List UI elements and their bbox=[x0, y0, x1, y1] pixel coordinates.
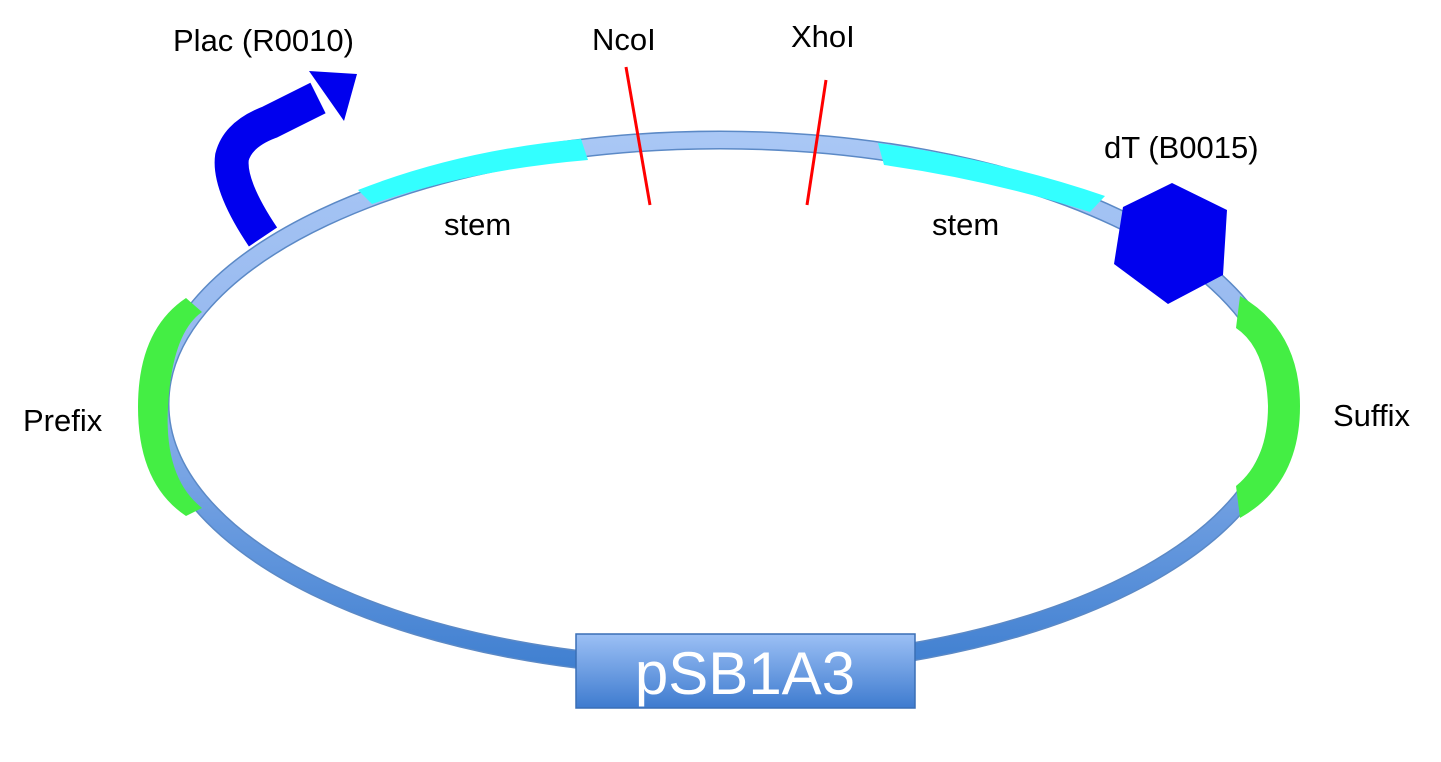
promoter-label: Plac (R0010) bbox=[173, 23, 354, 58]
stem-left-segment bbox=[358, 139, 588, 204]
promoter-arrow-icon bbox=[214, 71, 357, 247]
suffix-segment bbox=[1236, 296, 1300, 518]
ncoi-label: NcoI bbox=[592, 22, 656, 57]
xhoi-cut-site bbox=[805, 79, 828, 206]
prefix-segment bbox=[138, 298, 202, 516]
suffix-label: Suffix bbox=[1333, 398, 1410, 433]
terminator-hexagon-icon bbox=[1114, 183, 1227, 304]
terminator-label: dT (B0015) bbox=[1104, 130, 1259, 165]
plasmid-ring bbox=[150, 130, 1290, 678]
stem-left-label: stem bbox=[444, 207, 511, 242]
stem-right-label: stem bbox=[932, 207, 999, 242]
prefix-label: Prefix bbox=[23, 403, 103, 438]
xhoi-label: XhoI bbox=[791, 19, 855, 54]
backbone-box: pSB1A3 bbox=[575, 633, 916, 709]
stem-right-segment bbox=[878, 143, 1105, 212]
ncoi-cut-site bbox=[624, 66, 652, 206]
backbone-label: pSB1A3 bbox=[635, 640, 855, 707]
